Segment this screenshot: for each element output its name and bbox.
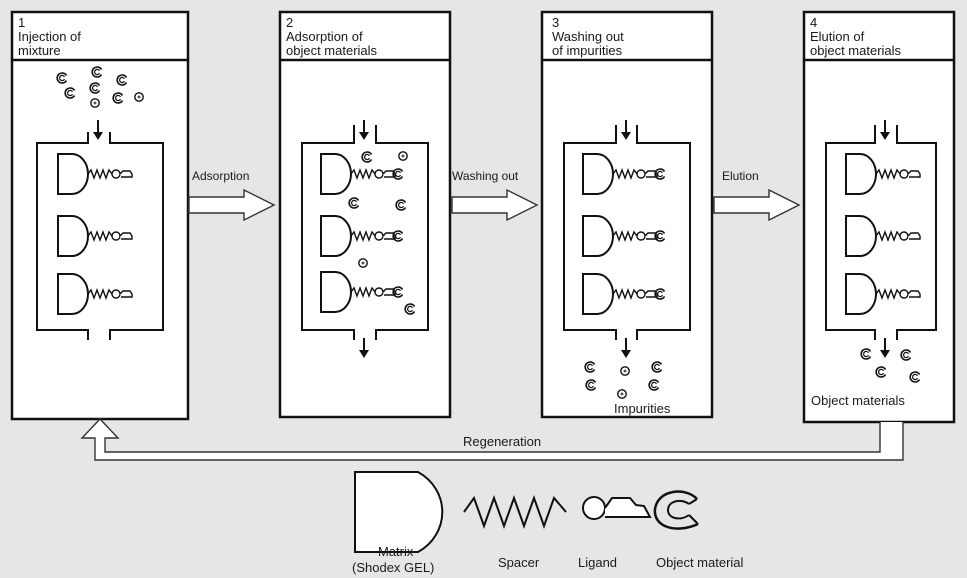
- step-4-number: 4: [810, 15, 817, 30]
- adsorption-arrow: [188, 189, 275, 221]
- washing-out-label: Washing out: [452, 169, 519, 183]
- legend-object-material: Object material: [656, 555, 744, 570]
- column-2: [301, 125, 429, 340]
- ligand-shape: [582, 496, 606, 520]
- elution-arrow: [713, 189, 800, 221]
- column-3: [563, 125, 691, 340]
- impurities-label: Impurities: [614, 401, 671, 416]
- step-1-panel: 1 Injection of mixture: [10, 10, 190, 421]
- elution-label: Elution: [722, 169, 759, 183]
- legend-matrix-line2: (Shodex GEL): [352, 560, 434, 575]
- spacer-shape: [463, 495, 567, 529]
- column-1: [36, 132, 164, 340]
- step-1-title-line1: Injection of: [18, 29, 81, 44]
- step-1-number: 1: [18, 15, 25, 30]
- step-4-title-line2: object materials: [810, 43, 902, 58]
- step-4-panel: 4 Elution of object materials Object mat…: [802, 10, 956, 424]
- matrix-shape: [354, 471, 444, 553]
- step-3-title-line2: of impurities: [552, 43, 623, 58]
- regeneration-label: Regeneration: [463, 434, 541, 449]
- step-2-title-line1: Adsorption of: [286, 29, 363, 44]
- ligand-tail: [604, 497, 652, 518]
- step-2-title-line2: object materials: [286, 43, 378, 58]
- legend: Matrix (Shodex GEL) Spacer Ligand Object…: [352, 471, 744, 575]
- step-2-panel: 2 Adsorption of object materials: [278, 10, 452, 419]
- object-material-shape: [653, 490, 699, 530]
- washing-out-arrow: [451, 189, 538, 221]
- legend-matrix-line1: Matrix: [378, 544, 414, 559]
- adsorption-label: Adsorption: [192, 169, 249, 183]
- column-4: [825, 125, 937, 340]
- legend-ligand: Ligand: [578, 555, 617, 570]
- step-1-title-line2: mixture: [18, 43, 61, 58]
- step-4-title-line1: Elution of: [810, 29, 865, 44]
- regeneration-arrow: [80, 417, 904, 461]
- legend-spacer: Spacer: [498, 555, 540, 570]
- step-3-number: 3: [552, 15, 559, 30]
- step-3-panel: 3 Washing out of impurities Impurities: [540, 10, 714, 419]
- object-materials-label: Object materials: [811, 393, 905, 408]
- step-3-title-line1: Washing out: [552, 29, 624, 44]
- step-2-number: 2: [286, 15, 293, 30]
